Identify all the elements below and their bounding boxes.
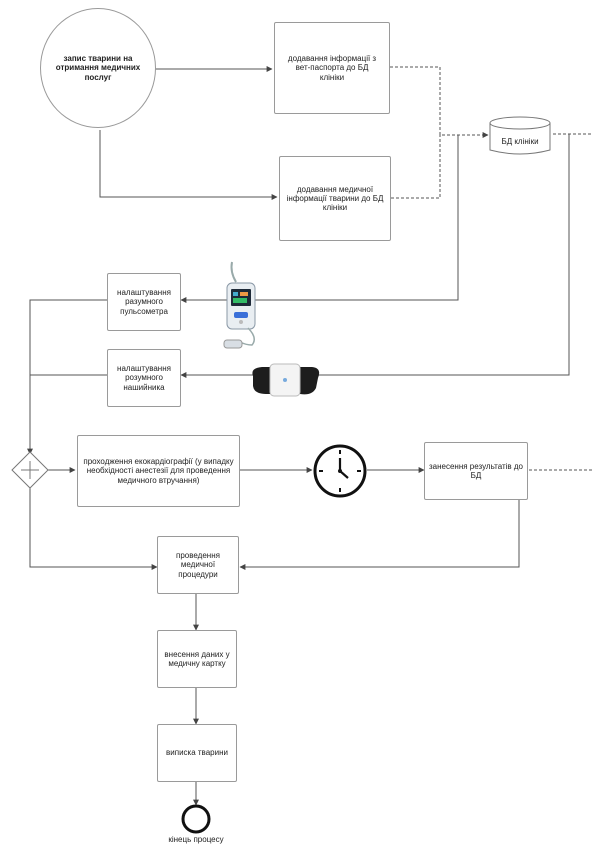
task-medical-record-label: внесення даних у медичну картку: [164, 649, 230, 668]
end-event-circle: [181, 804, 211, 834]
clock-timer-icon: [313, 444, 367, 498]
task-add-medical-info: додавання медичної інформації тварини до…: [279, 156, 391, 241]
task-add-vet-passport-label: додавання інформації з вет-паспорта до Б…: [287, 54, 377, 82]
edge-medical-info-to-db: [391, 135, 441, 199]
parallel-gateway: [11, 451, 49, 489]
task-record-results-label: занесення результатів до БД: [428, 461, 524, 480]
task-add-medical-info-label: додавання медичної інформації тварини до…: [286, 184, 384, 213]
task-echocardiography-label: проходження екокардіографії (у випадку н…: [83, 457, 234, 485]
edge-start-to-medical-info: [99, 130, 278, 200]
start-event: запис тварини на отримання медичних посл…: [40, 8, 156, 128]
edge-results-to-procedure: [239, 500, 520, 570]
task-discharge: виписка тварини: [157, 724, 237, 782]
task-setup-pulse-oximeter: налаштування разумного пульсометра: [107, 273, 181, 331]
task-add-vet-passport: додавання інформації з вет-паспорта до Б…: [274, 22, 390, 114]
task-medical-procedure-label: проведення медичної процедури: [176, 551, 220, 579]
task-medical-record: внесення даних у медичну картку: [157, 630, 237, 688]
start-event-label: запис тварини на отримання медичних посл…: [55, 54, 141, 82]
task-discharge-label: виписка тварини: [166, 748, 228, 758]
task-record-results: занесення результатів до БД: [424, 442, 528, 500]
task-medical-procedure: проведення медичної процедури: [157, 536, 239, 594]
edge-db-to-pulse-setup: [180, 135, 459, 303]
edge-gateway-to-procedure: [29, 487, 158, 570]
edge-vet-passport-to-db: [390, 66, 489, 138]
task-setup-smart-collar-label: налаштування розумного нашийника: [117, 364, 171, 392]
task-setup-smart-collar: налаштування розумного нашийника: [107, 349, 181, 407]
database-icon: [489, 116, 551, 155]
database-label: БД клініки: [501, 137, 539, 146]
task-setup-pulse-oximeter-label: налаштування разумного пульсометра: [117, 288, 171, 316]
smart-collar-image: [252, 363, 320, 397]
end-event-label: кінець процесу: [168, 835, 224, 844]
task-echocardiography: проходження екокардіографії (у випадку н…: [77, 435, 240, 507]
edge-pulse-setup-to-gateway: [27, 299, 107, 455]
pulse-oximeter-device-image: [223, 261, 256, 349]
